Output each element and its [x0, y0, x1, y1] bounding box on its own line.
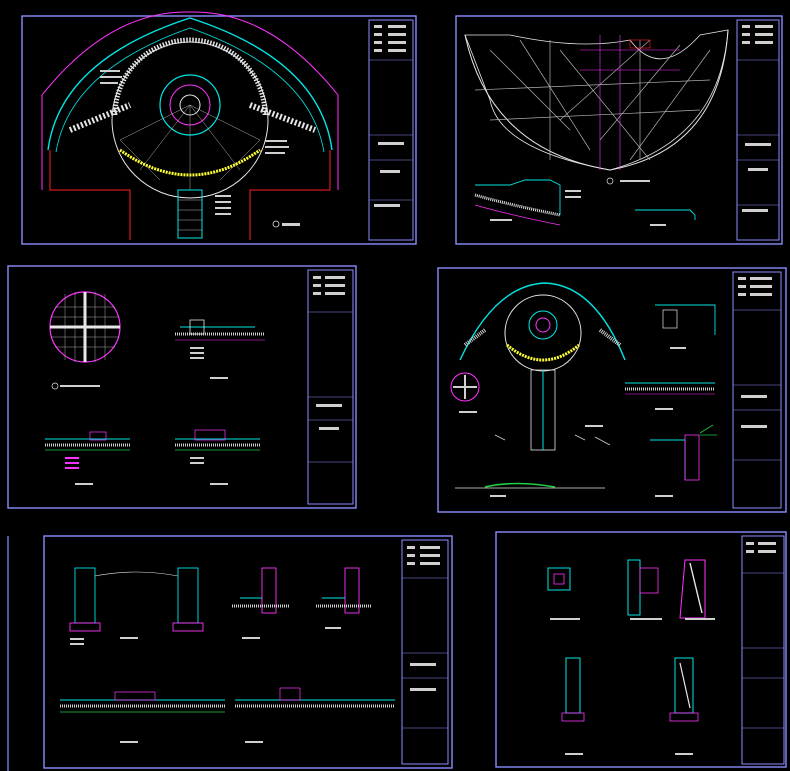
post-details-drawing [495, 531, 787, 768]
sheet-wall-sections [0, 528, 455, 771]
paving-pattern-drawing [455, 15, 783, 245]
sheet-post-details [490, 528, 790, 771]
detail-sections-drawing [7, 265, 357, 509]
sheet-plan-overview [0, 0, 430, 250]
sheet-paving-pattern [450, 10, 790, 250]
sheet-plan-with-path [435, 265, 790, 515]
wall-sections-drawing [7, 535, 453, 771]
sheet-detail-sections [5, 262, 360, 512]
plan-overview-drawing [21, 11, 417, 245]
plan-with-path-drawing [437, 267, 787, 513]
